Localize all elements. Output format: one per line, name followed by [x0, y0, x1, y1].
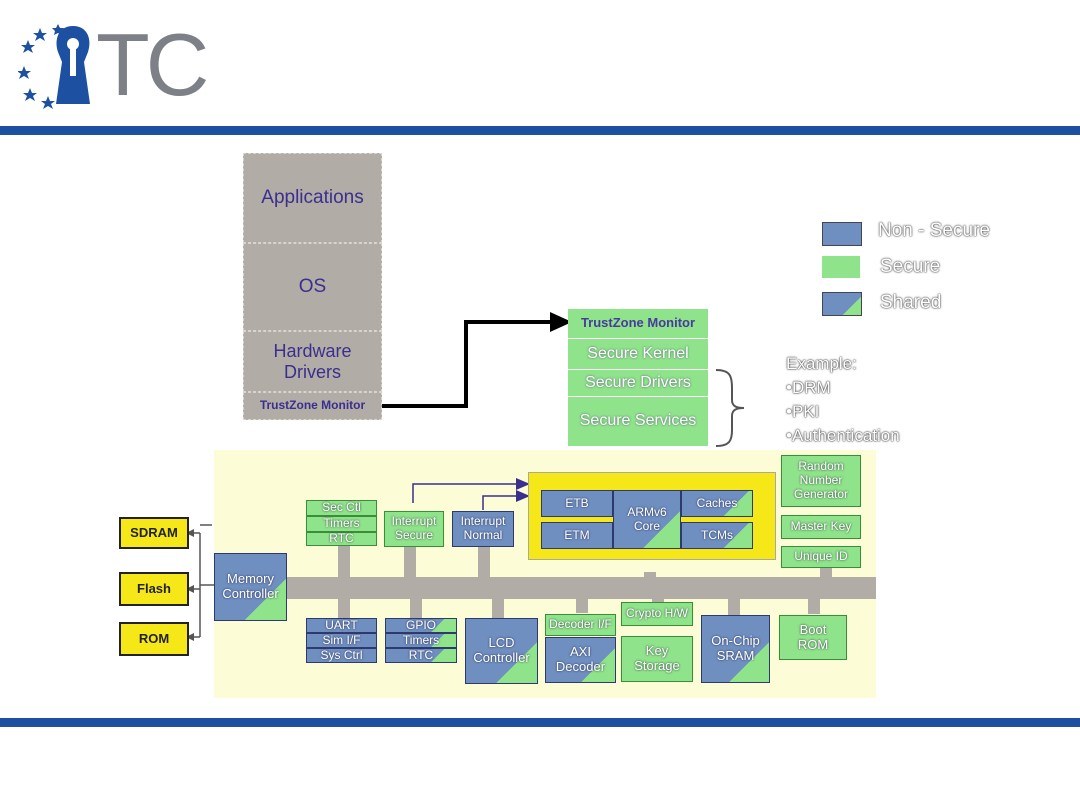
example-block: Example: •DRM •PKI •Authentication [786, 352, 900, 448]
monitor-arrow [382, 312, 572, 408]
trustzone-monitor-layer: TrustZone Monitor [243, 392, 382, 420]
rtc-top-block: RTC [306, 531, 377, 546]
legend-label-non-secure: Non - Secure [878, 220, 990, 241]
rng-block: Random Number Generator [781, 455, 861, 507]
legend-label-shared: Shared [880, 292, 942, 313]
boot-rom-block: Boot ROM [779, 615, 847, 660]
legend-swatch-shared [822, 292, 862, 316]
logo-text: TC [96, 15, 209, 114]
uart-block: UART [306, 618, 377, 633]
tcms-block: TCMs [681, 522, 753, 549]
rom-block: ROM [119, 622, 189, 656]
memory-arrows [186, 529, 214, 641]
example-title: Example: [786, 354, 857, 373]
example-item: •PKI [786, 402, 820, 421]
crypto-hw-block: Crypto H/W [621, 602, 693, 626]
legend-swatch-secure [822, 256, 860, 278]
logo: TC [18, 15, 209, 114]
example-item: •Authentication [786, 426, 900, 445]
rtc-bottom-block: RTC [385, 648, 457, 663]
os-layer: OS [243, 243, 382, 331]
secure-drivers: Secure Drivers [568, 369, 708, 396]
unique-id-block: Unique ID [781, 546, 861, 568]
flash-block: Flash [119, 572, 189, 606]
timers-top-block: Timers [306, 516, 377, 532]
on-chip-sram-block: On-Chip SRAM [701, 615, 770, 683]
timers-bottom-block: Timers [385, 633, 457, 648]
secure-services: Secure Services [568, 396, 708, 446]
keyhole-star-icon [18, 24, 90, 109]
key-storage-block: Key Storage [621, 636, 693, 682]
secure-trustzone-monitor: TrustZone Monitor [568, 309, 708, 338]
secure-kernel: Secure Kernel [568, 338, 708, 369]
gpio-block: GPIO [385, 618, 457, 633]
header-band [0, 126, 1080, 135]
axi-decoder-block: AXI Decoder [545, 637, 616, 683]
sys-ctrl-block: Sys Ctrl [306, 648, 377, 663]
interrupt-normal-block: Interrupt Normal [452, 511, 514, 547]
example-item: •DRM [786, 378, 831, 397]
legend-label-secure: Secure [880, 256, 941, 277]
hardware-drivers-layer: Hardware Drivers [243, 331, 382, 392]
interrupt-secure-block: Interrupt Secure [384, 511, 444, 547]
decoder-if-block: Decoder I/F [545, 614, 616, 636]
brace [715, 369, 745, 447]
memory-controller-block: Memory Controller [214, 553, 287, 621]
footer-band [0, 718, 1080, 727]
etb-block: ETB [541, 490, 613, 517]
core-block: ARMv6 Core [613, 490, 681, 549]
legend-swatch-non-secure [822, 222, 862, 246]
applications-layer: Applications [243, 153, 382, 243]
etm-block: ETM [541, 522, 613, 549]
master-key-block: Master Key [781, 515, 861, 539]
lcd-controller-block: LCD Controller [465, 618, 538, 684]
sim-if-block: Sim I/F [306, 633, 377, 648]
caches-block: Caches [681, 490, 753, 517]
sec-ctl-block: Sec Ctl [306, 500, 377, 516]
legend: Non - Secure Secure Shared [822, 218, 1022, 318]
sdram-block: SDRAM [119, 517, 189, 549]
system-bus [286, 577, 876, 599]
